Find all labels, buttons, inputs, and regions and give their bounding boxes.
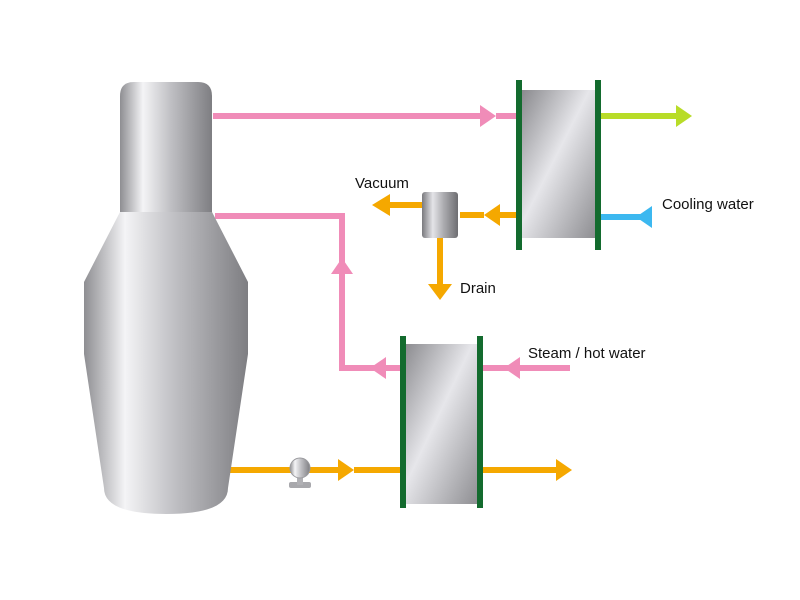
condenser xyxy=(516,80,601,250)
vacuum-line xyxy=(372,194,422,216)
heat-exchanger xyxy=(400,336,483,508)
steam-hot-water-label: Steam / hot water xyxy=(528,345,646,362)
drain-line xyxy=(428,238,452,300)
vacuum-label: Vacuum xyxy=(355,175,409,192)
separator-tank xyxy=(422,192,458,238)
pump-icon xyxy=(289,457,311,488)
drain-label: Drain xyxy=(460,280,496,297)
cooling-water-label: Cooling water xyxy=(662,196,754,213)
evaporator-vessel xyxy=(84,82,248,514)
